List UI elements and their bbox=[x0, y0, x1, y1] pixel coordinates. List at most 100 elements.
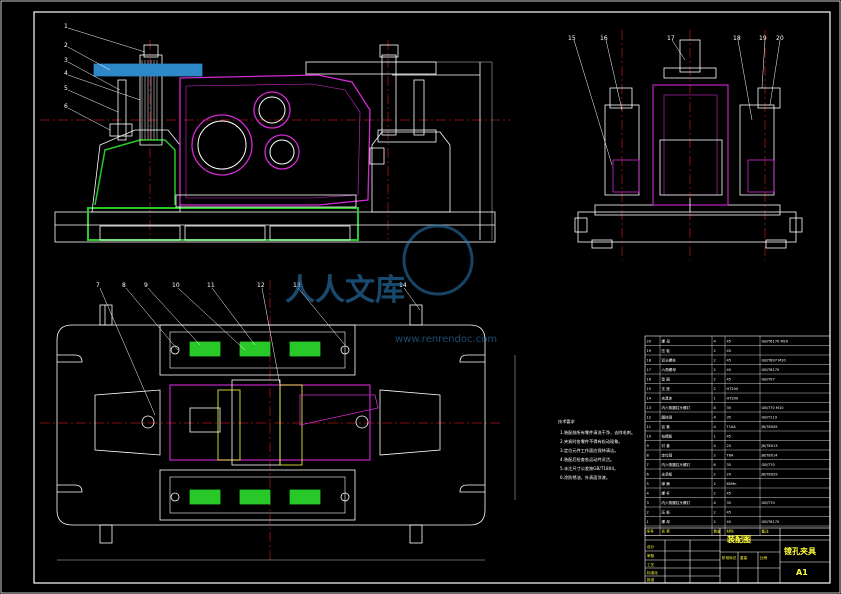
bom-cell-name: 内六角圆柱头螺钉 bbox=[662, 500, 691, 505]
bom-cell-material: 45 bbox=[727, 359, 732, 363]
label-14: 14 bbox=[399, 282, 407, 289]
bom-cell-qty: 1 bbox=[714, 435, 716, 439]
tb-row-process: 工艺 bbox=[647, 562, 655, 567]
bom-cell-qty: 4 bbox=[714, 340, 717, 344]
watermark-text: 人人文库 bbox=[285, 273, 405, 308]
bom-cell-no: 5 bbox=[647, 482, 649, 486]
top-view bbox=[40, 280, 516, 561]
drawing-title: 镗孔夹具 bbox=[784, 546, 816, 556]
label-18: 18 bbox=[733, 35, 741, 42]
bom-cell-std: GB/T119 bbox=[762, 416, 778, 420]
label-4: 4 bbox=[64, 70, 68, 77]
note-1: 1.装配前所有零件清洗干净，去除毛刺。 bbox=[560, 429, 635, 436]
tb-col-stage: 阶段标记 bbox=[722, 555, 737, 560]
bom-cell-name: 垫 圈 bbox=[662, 377, 671, 382]
note-4: 4.装配后检查各运动件灵活。 bbox=[560, 456, 614, 463]
bom-cell-no: 1 bbox=[647, 520, 649, 524]
bom-cell-no: 17 bbox=[647, 368, 652, 372]
bom-cell-std: GB/T6170 M20 bbox=[762, 340, 789, 344]
bom-cell-no: 18 bbox=[647, 359, 652, 363]
bom-cell-qty: 2 bbox=[714, 368, 716, 372]
bom-cell-material: 45 bbox=[727, 340, 732, 344]
drawing-type: 装配图 bbox=[726, 534, 751, 544]
bom-cell-std: JB/T8014 bbox=[761, 454, 779, 458]
bom-cell-no: 9 bbox=[647, 444, 650, 448]
top-view-labels: 7 8 9 10 11 12 13 14 bbox=[96, 282, 407, 289]
bom-cell-qty: 2 bbox=[714, 387, 716, 391]
bom-cell-name: 支 座 bbox=[662, 386, 671, 391]
bom-cell-name: 夹具体 bbox=[662, 396, 673, 401]
bom-cell-qty: 4 bbox=[714, 444, 717, 448]
label-8: 8 bbox=[122, 282, 126, 289]
bom-cell-material: HT200 bbox=[727, 387, 739, 391]
bom-cell-no: 11 bbox=[647, 425, 652, 429]
bom-cell-qty: 2 bbox=[714, 473, 716, 477]
bom-cell-material: 45 bbox=[727, 349, 732, 353]
bom-cell-no: 8 bbox=[647, 454, 650, 458]
bom-cell-material: 35 bbox=[727, 501, 732, 505]
bom-header-material: 材料 bbox=[727, 529, 735, 534]
tb-row-design: 设计 bbox=[647, 544, 655, 549]
label-20: 20 bbox=[776, 35, 784, 42]
bom-cell-qty: 8 bbox=[714, 406, 717, 410]
bom-cell-no: 10 bbox=[647, 435, 652, 439]
bom-cell-material: HT200 bbox=[727, 397, 739, 401]
bom-cell-material: 45 bbox=[727, 511, 732, 515]
bom-cell-name: 内六角圆柱头螺钉 bbox=[662, 462, 691, 467]
bom-cell-name: 压 板 bbox=[662, 348, 671, 353]
bom-cell-no: 16 bbox=[647, 378, 652, 382]
bom-cell-no: 6 bbox=[647, 473, 650, 477]
bom-cell-qty: 6 bbox=[714, 463, 717, 467]
tb-row-standard: 标准化 bbox=[647, 570, 658, 575]
bom-cell-qty: 4 bbox=[714, 425, 717, 429]
title-block-text: 装配图 镗孔夹具 A1 设计 审核 工艺 标准化 批准 阶段标记 重量 比例 bbox=[647, 534, 816, 582]
label-1: 1 bbox=[64, 23, 68, 30]
bom-cell-material: T10A bbox=[726, 425, 737, 429]
bom-frame bbox=[644, 335, 831, 536]
watermark-logo-icon bbox=[402, 224, 474, 296]
bom-cell-name: 内六角圆柱头螺钉 bbox=[662, 405, 691, 410]
bom-cell-no: 4 bbox=[647, 492, 650, 496]
front-view bbox=[40, 40, 510, 243]
bom-cell-name: 双头螺柱 bbox=[662, 358, 677, 363]
bom-cell-std: GB/T897 M20 bbox=[762, 359, 787, 363]
watermark-url: www.renrendoc.com bbox=[395, 334, 497, 345]
bom-cell-name: 压 板 bbox=[662, 510, 671, 515]
bom-cell-std: GB/T70 bbox=[762, 463, 776, 467]
watermark: 人人文库 www.renrendoc.com bbox=[285, 224, 497, 345]
bom-cell-name: 螺 母 bbox=[662, 339, 671, 344]
bom-cell-std: GB/T97 bbox=[762, 378, 775, 382]
bom-cell-qty: 2 bbox=[714, 492, 716, 496]
bom-cell-name: 弹 簧 bbox=[662, 481, 671, 486]
bom-cell-material: 35 bbox=[727, 463, 732, 467]
bom-cell-material: 65Mn bbox=[727, 482, 737, 486]
note-6: 6.涂防锈油，外表面涂漆。 bbox=[560, 474, 610, 481]
leader-lines bbox=[67, 27, 781, 416]
bom-cell-material: 35 bbox=[727, 406, 732, 410]
note-5: 5.未注尺寸公差按GB/T1804。 bbox=[560, 465, 618, 472]
bom-cell-no: 3 bbox=[647, 501, 649, 505]
front-view-labels: 1 2 3 4 5 6 bbox=[64, 23, 68, 110]
bom-cell-std: JB/T8045 bbox=[761, 425, 778, 429]
sheet-size: A1 bbox=[796, 568, 808, 577]
bom-cell-no: 20 bbox=[647, 340, 652, 344]
note-3: 3.定位元件工作面应保持清洁。 bbox=[560, 447, 618, 454]
bom-cell-no: 2 bbox=[647, 511, 649, 515]
bom-cell-material: 20 bbox=[727, 444, 732, 448]
bom-cell-material: 45 bbox=[727, 378, 732, 382]
bom-cell-no: 12 bbox=[647, 416, 652, 420]
bom-cell-qty: 2 bbox=[714, 359, 716, 363]
bom-cell-qty: 2 bbox=[714, 482, 716, 486]
side-view bbox=[574, 30, 803, 260]
label-9: 9 bbox=[144, 282, 148, 289]
notes-title: 技术要求 bbox=[558, 418, 576, 425]
note-2: 2.夹紧时各零件不得有松动现象。 bbox=[560, 438, 623, 445]
bom-cell-material: 45 bbox=[727, 368, 732, 372]
bom-cell-material: 45 bbox=[727, 520, 732, 524]
bom-cell-name: 衬 套 bbox=[662, 443, 671, 448]
tb-row-approve: 批准 bbox=[647, 577, 655, 582]
bom-cell-material: 45 bbox=[727, 492, 732, 496]
bom-cell-material: 45 bbox=[727, 435, 732, 439]
